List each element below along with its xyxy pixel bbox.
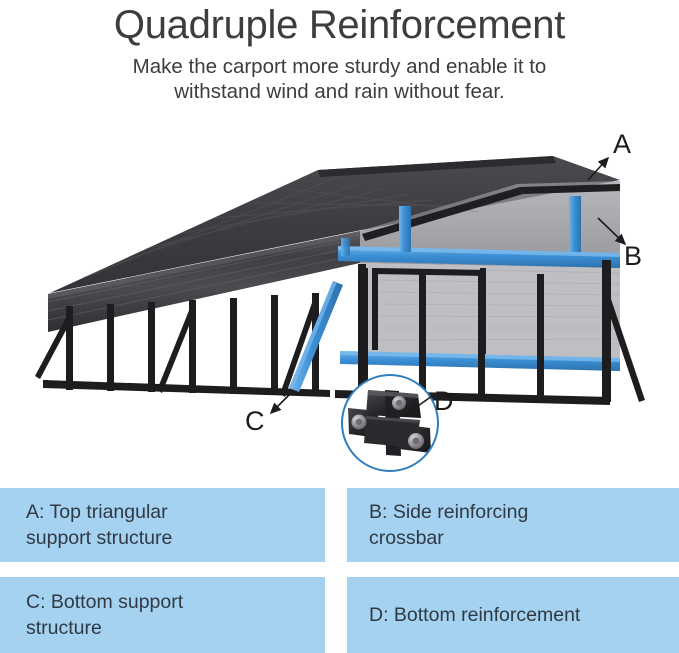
page-subtitle: Make the carport more sturdy and enable … xyxy=(0,48,679,104)
legend-item-c-label: C: Bottom support structure xyxy=(26,591,184,639)
callout-labels: A B C D xyxy=(245,129,642,436)
page-title: Quadruple Reinforcement xyxy=(113,3,566,47)
callout-label-a: A xyxy=(613,129,631,159)
callout-label-d: D xyxy=(434,386,454,416)
header-block: Quadruple Reinforcement Make the carport… xyxy=(0,0,679,104)
callout-label-b: B xyxy=(624,241,642,271)
roof-top-panel xyxy=(50,156,620,293)
legend-item-a: A: Top triangular support structure xyxy=(0,488,325,562)
legend-grid: A: Top triangular support structure B: S… xyxy=(0,488,679,653)
legend-item-b: B: Side reinforcing crossbar xyxy=(347,488,679,562)
legend-item-d-label: D: Bottom reinforcement xyxy=(369,604,581,626)
legend-item-b-label: B: Side reinforcing crossbar xyxy=(369,501,529,549)
subtitle-line-2: withstand wind and rain without fear. xyxy=(174,80,505,103)
highlight-bottom-support-brace xyxy=(289,281,343,392)
highlight-top-triangular-support xyxy=(338,196,620,268)
callout-label-c: C xyxy=(245,406,265,436)
subtitle-line-1: Make the carport more sturdy and enable … xyxy=(132,55,547,78)
carport-illustration: A B C D xyxy=(0,118,679,488)
callout-leaders xyxy=(269,156,627,415)
legend-item-a-label: A: Top triangular support structure xyxy=(26,501,173,549)
legend-item-d: D: Bottom reinforcement xyxy=(347,577,679,653)
detail-circle-bottom-reinforcement xyxy=(341,374,439,472)
roof-front-fascia xyxy=(47,231,361,332)
legend-item-c: C: Bottom support structure xyxy=(0,577,325,653)
